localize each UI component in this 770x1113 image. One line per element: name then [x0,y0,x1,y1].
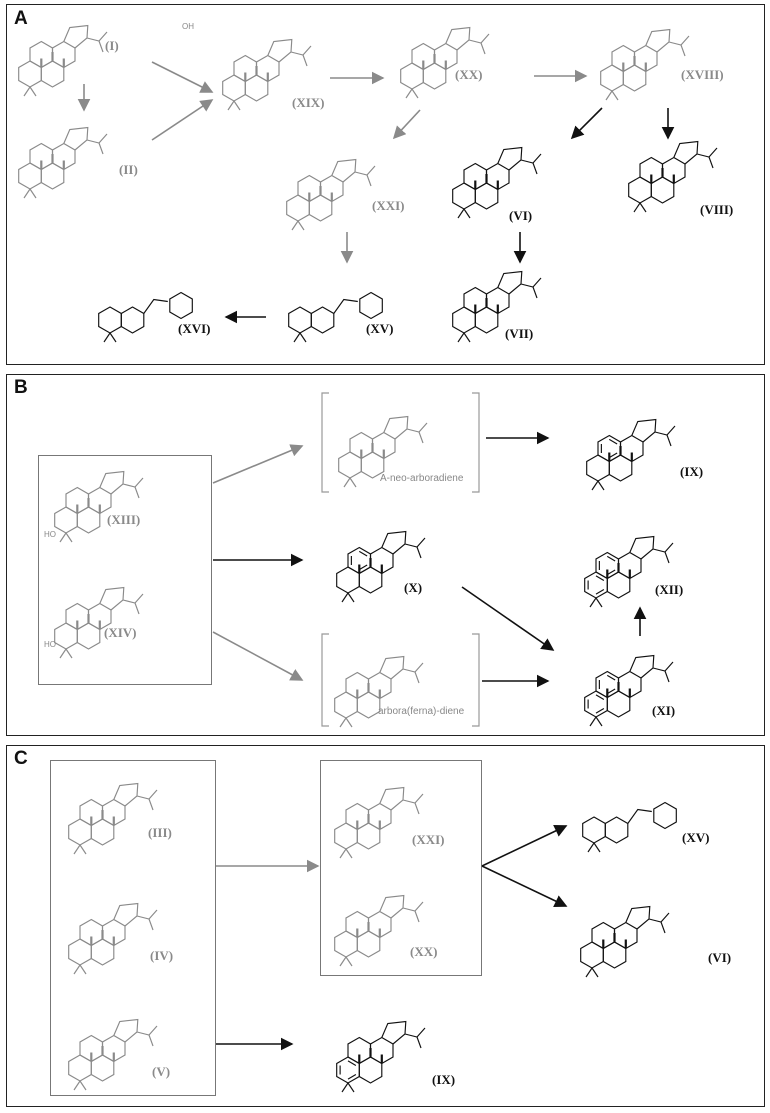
label-compound-vi-a: (VI) [509,208,533,223]
label-compound-xviii: (XVIII) [681,67,724,82]
structure-iv [68,902,158,975]
structure-xviii [600,28,690,101]
structure-xv-a [288,291,383,343]
arrow-to-xv [481,825,568,867]
intermediate-box-c [320,760,482,976]
panel-c-letter: C [14,748,28,769]
name-a-neo-arboradiene: A-neo-arboradiene [380,473,464,484]
precursor-box-b [38,455,212,685]
structure-xiii [54,470,144,543]
hydroxyl-label-xiv: HO [44,640,56,649]
structure-xvi [98,291,193,343]
structure-i [18,24,108,97]
label-compound-xx: (XX) [455,67,483,82]
label-compound-v: (V) [152,1064,171,1079]
structure-viii [628,140,718,213]
label-compound-vii: (VII) [505,326,534,341]
panel-a [6,4,765,365]
arrow-to-a-neo-arboradiene [212,444,304,484]
structure-xi [584,654,674,727]
structure-vii [452,270,542,343]
structure-vi-a [452,146,542,219]
arrows-panel-c [216,825,568,1051]
structure-xv-c [582,801,677,853]
label-compound-ix-b: (IX) [680,464,704,479]
arrow-ii-to-xix [151,99,214,141]
label-compound-ii: (II) [119,162,138,177]
label-compound-xiii: (XIII) [107,512,141,527]
structure-ix-c [336,1020,426,1093]
label-compound-xx-c: (XX) [410,944,438,959]
name-arbora-ferna-diene: arbora(ferna)-diene [378,706,465,717]
panel-c [6,745,765,1107]
label-compound-xv-a: (XV) [366,321,394,336]
structure-xiv [54,586,144,659]
label-compound-xv-c: (XV) [682,830,710,845]
structure-ix-b [586,418,676,491]
label-compound-x: (X) [404,580,423,595]
arrow-xviii-to-vi [570,107,603,140]
label-compound-xi: (XI) [652,703,676,718]
label-compound-i: (I) [105,38,119,53]
precursor-box-c [50,760,216,1096]
structure-vi-c [580,905,670,978]
panel-a-letter: A [14,8,28,29]
label-compound-viii: (VIII) [700,202,734,217]
label-compound-xxi: (XXI) [372,198,405,213]
label-compound-xix: (XIX) [292,95,325,110]
structure-v [68,1018,158,1091]
arrow-i-to-xix [151,61,214,93]
structure-xii [584,535,674,608]
label-compound-iii: (III) [148,825,172,840]
structure-a-neo-arboradiene [338,415,428,488]
arrows-panel-b [212,392,647,727]
hydroxyl-label-xiii: HO [44,530,56,539]
hydroxyl-label-a: OH [182,22,194,31]
structure-x [336,530,426,603]
structure-ii [18,126,108,199]
structure-xxi-c [334,786,424,859]
panel-b-letter: B [14,377,28,398]
label-compound-vi-c: (VI) [708,950,732,965]
structure-xx [400,26,490,99]
arrow-to-vi [481,865,568,907]
label-compound-ix-c: (IX) [432,1072,456,1087]
arrows-panel-a [77,61,675,324]
arrow-x-to-xi [461,586,555,651]
label-compound-iv: (IV) [150,948,174,963]
label-compound-xiv: (XIV) [104,625,137,640]
label-compound-xvi: (XVI) [178,321,211,336]
arrow-xx-to-xxi [392,109,421,140]
structure-iii [68,782,158,855]
arrow-to-arbora-ferna-diene [212,631,304,681]
structure-xx-c [334,894,424,967]
label-compound-xxi-c: (XXI) [412,832,445,847]
structure-arbora-ferna-diene [334,655,424,728]
label-compound-xii: (XII) [655,582,684,597]
structure-xix [222,38,312,111]
structure-xxi [286,158,376,231]
